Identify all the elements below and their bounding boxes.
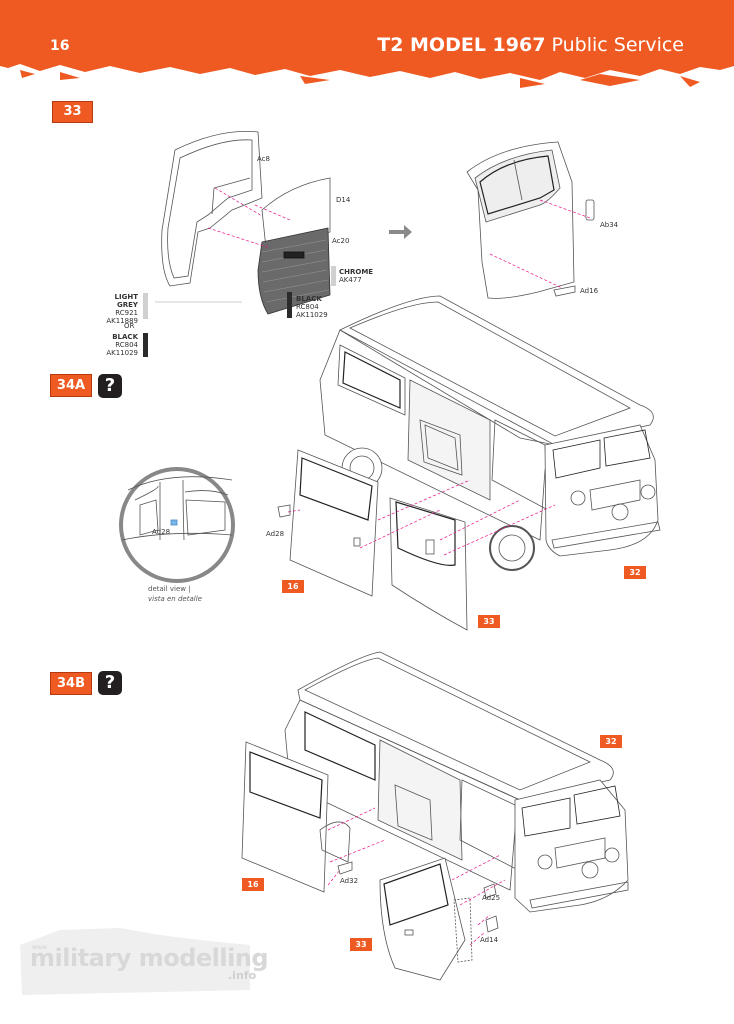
paint-light-grey: LIGHT GREY RC921 AK11889 (106, 293, 138, 325)
paint-or-separator: OR (124, 322, 135, 330)
ref-step-33: 33 (350, 938, 372, 951)
step-33-label: 33 (52, 101, 93, 123)
part-label-ad32: Ad32 (340, 877, 359, 885)
page-title: T2 MODEL 1967 Public Service (377, 34, 684, 56)
black-swatch (287, 292, 292, 318)
part-label-ad28: Ad28 (266, 530, 285, 538)
ref-step-33: 33 (478, 615, 500, 628)
assembled-door (466, 141, 595, 299)
part-label-d14: D14 (336, 196, 351, 204)
header-banner (0, 0, 734, 88)
chrome-swatch (331, 266, 336, 286)
door-panel-ac20 (257, 227, 331, 315)
part-label-ad25: Ad25 (482, 894, 501, 902)
ref-step-16: 16 (242, 878, 264, 891)
door-frame-ac8 (161, 131, 263, 287)
page-number: 16 (50, 38, 70, 54)
ref-step-16: 16 (282, 580, 304, 593)
sliding-door-34a (289, 449, 379, 597)
model-variant: Public Service (551, 34, 685, 56)
model-name: T2 MODEL 1967 (377, 34, 546, 56)
watermark-tld: .info (228, 969, 257, 982)
detail-label-ad28: Ad28 (152, 528, 171, 536)
ref-step-32: 32 (600, 735, 622, 748)
sliding-door-34b (241, 741, 351, 893)
step-34a-label: 34A (50, 374, 92, 397)
paint-black-alt: BLACK RC804 AK11029 (106, 333, 138, 357)
question-mark-icon: ? (98, 374, 122, 398)
step-34b-label: 34B (50, 672, 92, 695)
part-label-ac8: Ac8 (257, 155, 270, 163)
part-label-ac20: Ac20 (332, 237, 350, 245)
front-door-34b (379, 857, 473, 981)
van-34b (284, 651, 629, 913)
front-door-34a (389, 497, 468, 631)
watermark-site: military modelling (30, 944, 269, 972)
part-label-ad14: Ad14 (480, 936, 499, 944)
paint-chrome: CHROME AK477 (339, 268, 374, 284)
part-label-ad16: Ad16 (580, 287, 599, 295)
watermark-www: www (32, 944, 47, 951)
light-grey-swatch (143, 293, 148, 319)
question-mark-icon: ? (98, 671, 122, 695)
detail-view-circle (119, 467, 235, 583)
van-34a (319, 295, 661, 571)
black-alt-swatch (143, 333, 148, 357)
paint-black-panel: BLACK RC804 AK11029 (296, 295, 328, 319)
detail-view-caption: detail view | vista en detalle (148, 585, 202, 603)
part-label-ab34: Ab34 (600, 221, 619, 229)
ref-step-32: 32 (624, 566, 646, 579)
